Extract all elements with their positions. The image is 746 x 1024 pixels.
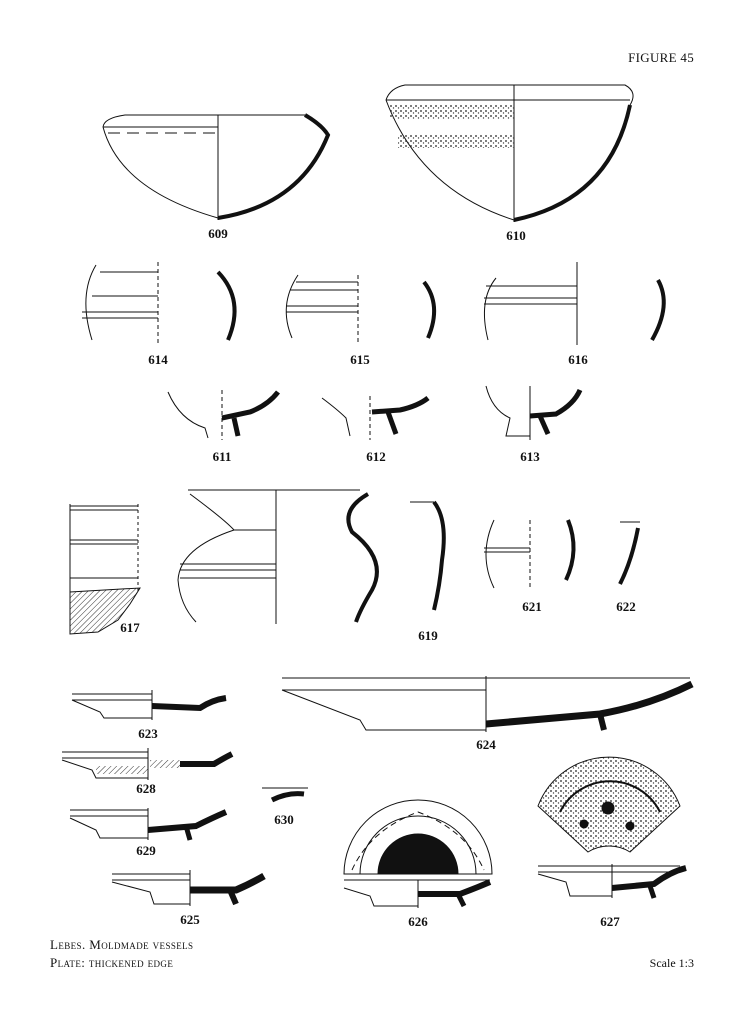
drawing-614 — [82, 262, 237, 345]
drawing-609 — [102, 113, 331, 220]
label-626: 626 — [408, 914, 428, 929]
figure-title: FIGURE 45 — [628, 50, 694, 65]
drawing-610 — [385, 84, 634, 222]
label-619: 619 — [418, 628, 438, 643]
label-630: 630 — [274, 812, 294, 827]
label-610: 610 — [506, 228, 526, 243]
drawing-623 — [71, 690, 227, 720]
label-612: 612 — [366, 449, 386, 464]
drawing-619 — [177, 489, 446, 624]
drawing-626 — [343, 799, 493, 908]
drawing-622 — [618, 521, 640, 585]
label-621: 621 — [522, 599, 542, 614]
caption-line-1: Lebes. Moldmade vessels — [50, 937, 194, 952]
label-613: 613 — [520, 449, 540, 464]
label-616: 616 — [568, 352, 588, 367]
drawing-616 — [483, 262, 666, 345]
drawing-628 — [61, 748, 234, 780]
drawing-630 — [262, 787, 308, 803]
label-617: 617 — [120, 620, 140, 635]
drawing-612 — [321, 396, 430, 440]
label-615: 615 — [350, 352, 370, 367]
drawing-617 — [69, 504, 141, 635]
drawing-621 — [484, 519, 576, 590]
drawing-613 — [485, 385, 583, 440]
label-622: 622 — [616, 599, 636, 614]
drawing-624 — [281, 676, 694, 732]
drawing-615 — [285, 274, 436, 342]
label-623: 623 — [138, 726, 158, 741]
drawing-627 — [537, 756, 687, 899]
label-625: 625 — [180, 912, 200, 927]
label-609: 609 — [208, 226, 228, 241]
scale-note: Scale 1:3 — [649, 956, 694, 970]
drawing-611 — [167, 390, 280, 440]
caption-line-2: Plate: thickened edge — [50, 955, 174, 970]
drawing-629 — [69, 808, 228, 841]
label-611: 611 — [212, 449, 232, 464]
drawing-625 — [111, 870, 266, 906]
label-629: 629 — [136, 843, 156, 858]
label-628: 628 — [136, 781, 156, 796]
label-627: 627 — [600, 914, 620, 929]
label-624: 624 — [476, 737, 496, 752]
label-614: 614 — [148, 352, 168, 367]
